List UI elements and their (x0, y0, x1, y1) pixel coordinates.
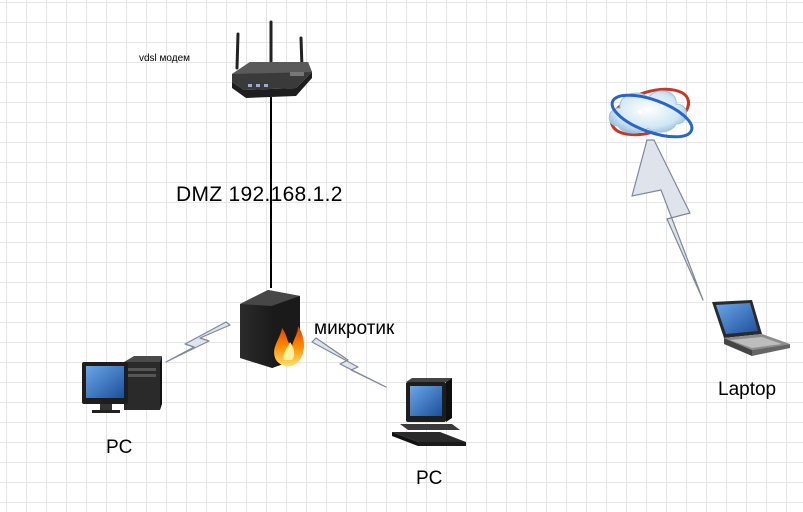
laptop-icon (712, 300, 790, 356)
wireless-link-bolt-laptop (631, 139, 704, 301)
dmz-link-label: DMZ 192.168.1.2 (176, 183, 343, 206)
wireless-link-bolt-pc-left (165, 321, 231, 363)
pc-left-label: PC (106, 437, 133, 458)
wireless-link-bolt-pc-right (311, 337, 387, 388)
router-icon (232, 20, 312, 98)
firewall-icon (240, 290, 304, 368)
mikrotik-label: микротик (314, 318, 395, 339)
pc-right-label: PC (416, 468, 443, 489)
laptop-label: Laptop (718, 379, 777, 400)
desktop-pc-icon (82, 356, 162, 413)
internet-cloud-icon (608, 87, 694, 139)
workstation-icon (392, 378, 466, 446)
modem-label: vdsl модем (139, 53, 191, 64)
